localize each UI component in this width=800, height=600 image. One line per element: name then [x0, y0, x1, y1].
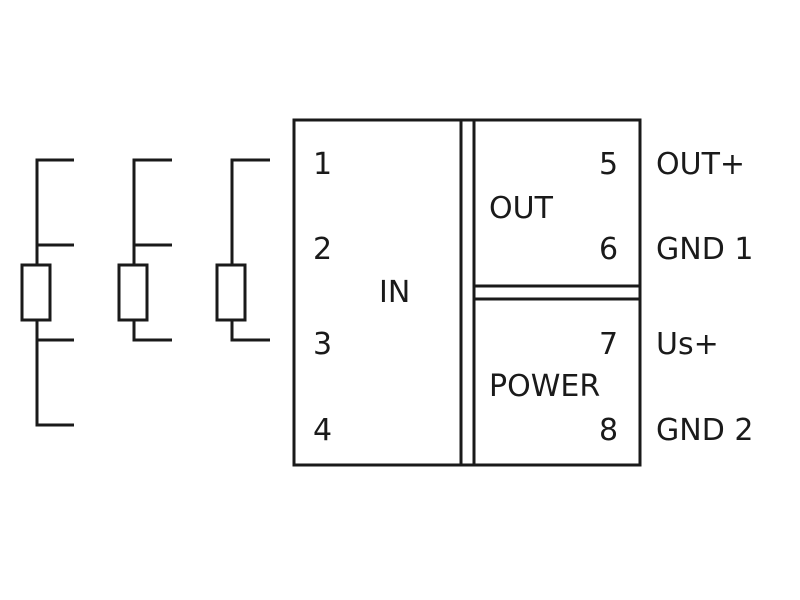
- rtd-2-wire: [215, 158, 270, 342]
- terminal-3: 3: [313, 327, 332, 362]
- module-body: [292, 118, 642, 467]
- section-label-in: IN: [379, 275, 410, 310]
- label-out-plus: OUT+: [656, 147, 745, 182]
- rtd-4-wire-inner-taps: [37, 243, 74, 342]
- rtd-4-wire-outer-bracket: [35, 158, 74, 427]
- section-label-out: OUT: [489, 191, 554, 226]
- section-label-power: POWER: [489, 369, 600, 404]
- rtd-3-wire-leads: [132, 158, 172, 342]
- label-us-plus: Us+: [656, 327, 719, 362]
- rtd-2-wire-resistor: [215, 263, 247, 322]
- terminal-7: 7: [599, 327, 618, 362]
- terminal-5: 5: [599, 147, 618, 182]
- terminal-6: 6: [599, 232, 618, 267]
- rtd-3-wire-resistor: [117, 263, 149, 322]
- rtd-2-wire-leads: [230, 158, 270, 342]
- terminal-8: 8: [599, 413, 618, 448]
- rtd-4-wire-resistor: [20, 263, 52, 322]
- terminal-2: 2: [313, 232, 332, 267]
- label-gnd-2: GND 2: [656, 413, 753, 448]
- rtd-4-wire: [20, 158, 74, 427]
- label-gnd-1: GND 1: [656, 232, 753, 267]
- module-outline: [292, 118, 642, 467]
- terminal-1: 1: [313, 147, 332, 182]
- rtd-3-wire: [117, 158, 172, 342]
- terminal-4: 4: [313, 413, 332, 448]
